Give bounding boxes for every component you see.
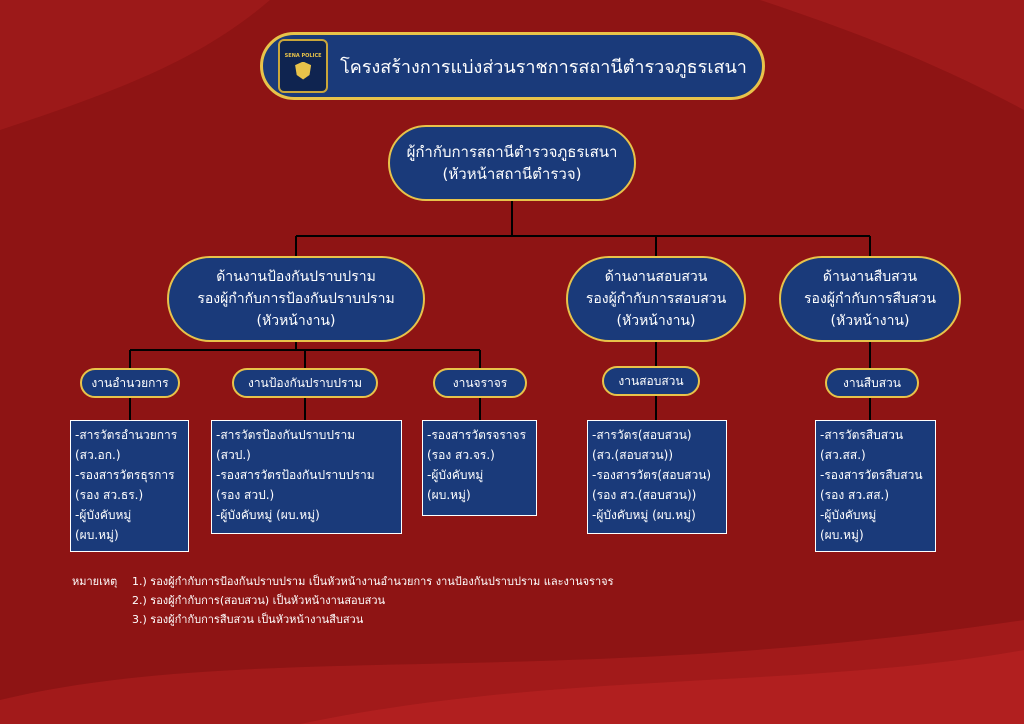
staff-line: -ผู้บังคับหมู่ (ผบ.หมู่) [592,508,696,522]
staff-line: (ผบ.หมู่) [820,528,864,542]
staff-line: (รอง สว.สส.) [820,488,890,502]
note-item: 1.) รองผู้กำกับการป้องกันปราบปราม เป็นหั… [132,575,614,588]
logo-text: SENA POLICE [284,52,322,59]
police-badge-logo: SENA POLICE [278,39,329,93]
staff-line: -ผู้บังคับหมู่ [427,468,484,482]
staff-line: (สว.สส.) [820,448,866,462]
staff-line: -สารวัตรสืบสวน [820,428,904,442]
staff-line: (สว.อก.) [75,448,121,462]
unit-prevention: งานป้องกันปราบปราม [232,368,378,398]
staff-line: (รอง สว.ธร.) [75,488,144,502]
note-item: 3.) รองผู้กำกับการสืบสวน เป็นหัวหน้างานส… [132,613,364,626]
unit-label: งานอำนวยการ [91,375,169,390]
unit-admin-staff: -สารวัตรอำนวยการ (สว.อก.) -รองสารวัตรธุร… [70,420,189,552]
page-title-banner: SENA POLICE โครงสร้างการแบ่งส่วนราชการสถ… [260,32,765,100]
staff-line: -ผู้บังคับหมู่ [75,508,132,522]
staff-line: -ผู้บังคับหมู่ [820,508,877,522]
unit-admin: งานอำนวยการ [80,368,180,398]
staff-line: (สว.(สอบสวน)) [592,448,674,462]
unit-traffic: งานจราจร [433,368,527,398]
staff-line: -สารวัตรป้องกันปราบปราม [216,428,356,442]
unit-label: งานสืบสวน [842,375,901,390]
staff-line: (ผบ.หมู่) [427,488,471,502]
staff-line: (ผบ.หมู่) [75,528,119,542]
dept-head: รองผู้กำกับการสอบสวน [585,291,727,307]
dept-role: (หัวหน้างาน) [256,313,336,329]
staff-line: (สวป.) [216,448,251,462]
dept-head: รองผู้กำกับการสืบสวน [804,291,936,307]
unit-prevention-staff: -สารวัตรป้องกันปราบปราม (สวป.) -รองสารวั… [211,420,402,534]
unit-investigation-staff: -สารวัตร(สอบสวน) (สว.(สอบสวน)) -รองสารวั… [587,420,727,534]
staff-line: (รอง สวป.) [216,488,275,502]
page-title: โครงสร้างการแบ่งส่วนราชการสถานีตำรวจภูธร… [340,56,747,78]
dept-node-inquiry: ด้านงานสืบสวน รองผู้กำกับการสืบสวน (หัวห… [779,256,961,342]
dept-node-investigation: ด้านงานสอบสวน รองผู้กำกับการสอบสวน (หัวห… [566,256,746,342]
unit-label: งานสอบสวน [618,373,684,388]
unit-traffic-staff: -รองสารวัตรจราจร (รอง สว.จร.) -ผู้บังคับ… [422,420,537,516]
chief-node: ผู้กำกับการสถานีตำรวจภูธรเสนา (หัวหน้าสถ… [388,125,636,201]
chief-title: ผู้กำกับการสถานีตำรวจภูธรเสนา [406,143,618,161]
staff-line: (รอง สว.(สอบสวน)) [592,488,697,502]
unit-investigation: งานสอบสวน [602,366,700,396]
staff-line: -รองสารวัตรจราจร [427,428,527,442]
staff-line: -รองสารวัตรป้องกันปราบปราม [216,468,375,482]
notes-section: หมายเหตุ 1.) รองผู้กำกับการป้องกันปราบปร… [72,572,613,629]
dept-name: ด้านงานสอบสวน [604,269,708,285]
unit-label: งานจราจร [452,375,508,390]
dept-role: (หัวหน้างาน) [830,313,910,329]
note-item: 2.) รองผู้กำกับการ(สอบสวน) เป็นหัวหน้างา… [132,594,386,607]
staff-line: -สารวัตร(สอบสวน) [592,428,692,442]
staff-line: (รอง สว.จร.) [427,448,495,462]
dept-role: (หัวหน้างาน) [616,313,696,329]
dept-head: รองผู้กำกับการป้องกันปราบปราม [197,291,395,307]
unit-inquiry-staff: -สารวัตรสืบสวน (สว.สส.) -รองสารวัตรสืบสว… [815,420,936,552]
chief-subtitle: (หัวหน้าสถานีตำรวจ) [442,165,582,183]
shield-icon [295,61,312,80]
dept-node-prevention: ด้านงานป้องกันปราบปราม รองผู้กำกับการป้อ… [167,256,425,342]
staff-line: -รองสารวัตรธุรการ [75,468,175,482]
staff-line: -รองสารวัตร(สอบสวน) [592,468,712,482]
staff-line: -รองสารวัตรสืบสวน [820,468,923,482]
staff-line: -ผู้บังคับหมู่ (ผบ.หมู่) [216,508,320,522]
staff-line: -สารวัตรอำนวยการ [75,428,178,442]
unit-label: งานป้องกันปราบปราม [247,375,363,390]
dept-name: ด้านงานสืบสวน [822,269,918,285]
unit-inquiry: งานสืบสวน [825,368,919,398]
notes-label: หมายเหตุ [72,575,118,588]
dept-name: ด้านงานป้องกันปราบปราม [216,269,376,285]
